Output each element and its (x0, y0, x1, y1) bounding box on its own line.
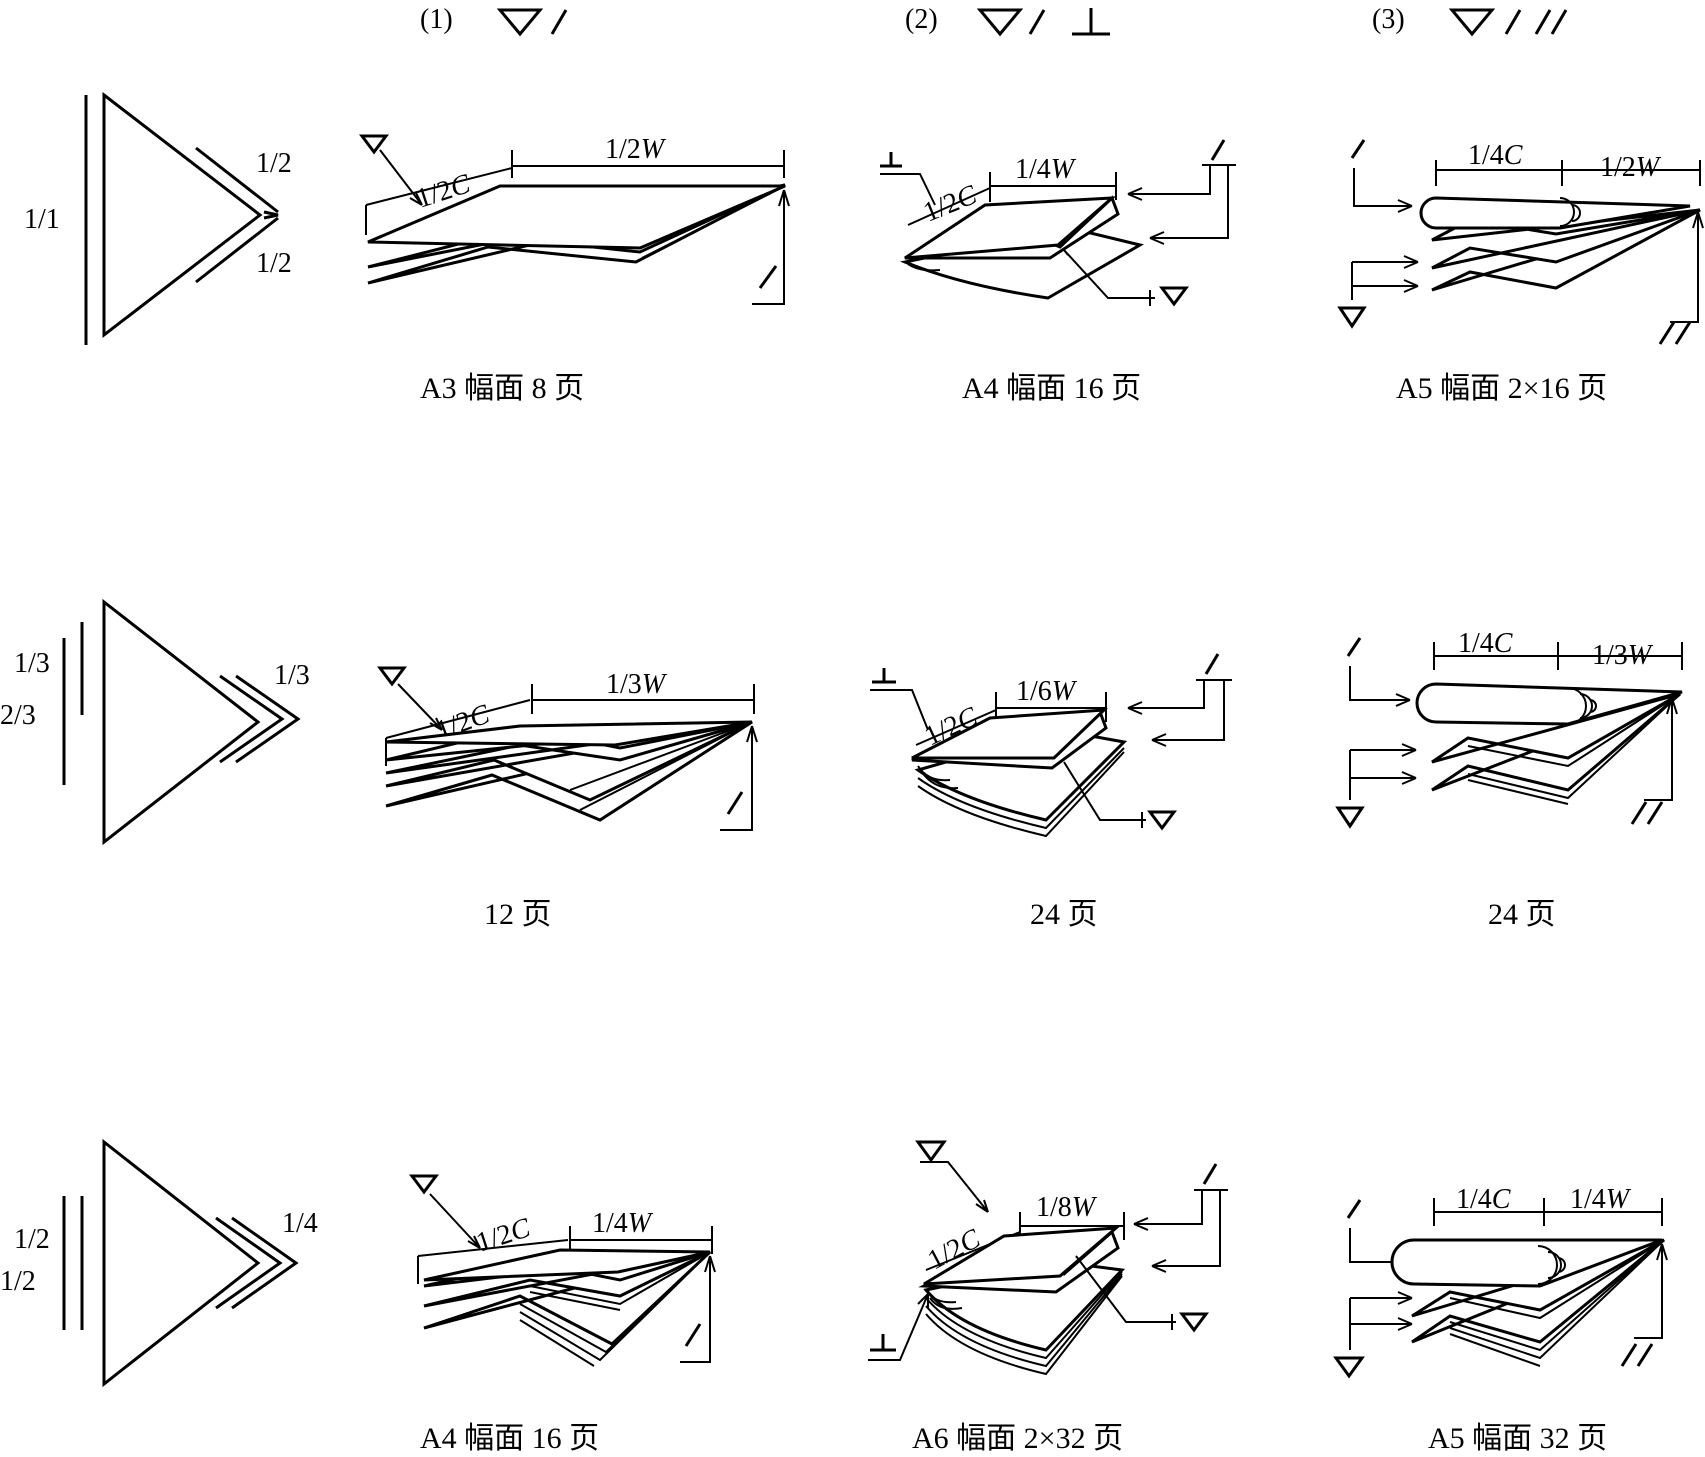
fold-figure-1-3: 1/4C 1/2W A5 幅面 2×16 页 (1337, 139, 1704, 405)
dim-w-label: 1/2W (1600, 152, 1662, 183)
header-1-number: (1) (420, 4, 453, 35)
dim-w-label: 1/3W (1592, 640, 1654, 671)
triangle-symbol-icon (1159, 286, 1189, 307)
triangle-symbol-icon (1333, 1356, 1365, 1379)
double-slash-symbol-icon (1658, 321, 1692, 345)
dim-w-label: 1/4W (1570, 1184, 1632, 1215)
double-slash-symbol-icon (1620, 1343, 1654, 1367)
fold-figure-3-1: 1/2C 1/4W A4 幅面 16 页 (409, 1174, 716, 1455)
dim-c-label: 1/2C (473, 1212, 535, 1258)
caption: A4 幅面 16 页 (420, 1422, 599, 1455)
triangle-symbol-icon (1335, 806, 1365, 829)
triangle-symbol-icon (1147, 810, 1177, 831)
dim-w-label: 1/8W (1036, 1192, 1098, 1223)
ratio-label: 1/2 (0, 1266, 36, 1297)
row-2: 1/3 2/3 1/3 1/2C 1/3W 12 页 1/2C (0, 598, 1683, 931)
header-3: (3) (1372, 4, 1568, 37)
triangle-symbol-icon (496, 8, 544, 37)
slash-symbol-icon (1202, 1163, 1218, 1185)
out-ratio-label: 1/3 (274, 660, 310, 691)
row-3: 1/2 1/2 1/4 1/2C 1/4W A4 幅面 16 页 1 (0, 1138, 1668, 1455)
triangle-symbol-icon (976, 8, 1024, 37)
dim-w-label: 1/4W (592, 1208, 654, 1239)
ratio-diagram-3: 1/2 1/2 1/4 (0, 1138, 318, 1388)
row-1: 1/1 1/2 1/2 1/2C 1/2W A3 幅面 8 页 1/2C 1/4… (24, 91, 1704, 405)
dim-w-label: 1/2W (605, 134, 667, 165)
fold-figure-1-2: 1/2C 1/4W A4 幅面 16 页 (880, 139, 1236, 405)
slash-symbol-icon (1504, 9, 1522, 35)
perpendicular-symbol-icon (880, 152, 902, 168)
perpendicular-symbol-icon (1072, 8, 1110, 36)
header-1: (1) (420, 4, 568, 37)
slash-symbol-icon (1346, 637, 1362, 657)
fold-figure-3-3: 1/4C 1/4W A5 幅面 32 页 (1333, 1184, 1668, 1455)
fold-figure-1-1: 1/2C 1/2W A3 幅面 8 页 (359, 134, 790, 405)
triangle-symbol-icon (1448, 8, 1496, 37)
slash-symbol-icon (1028, 9, 1046, 35)
dim-w-label: 1/3W (606, 669, 668, 700)
caption: A4 幅面 16 页 (962, 372, 1141, 405)
dim-w-label: 1/4W (1015, 154, 1077, 185)
caption: A5 幅面 32 页 (1428, 1422, 1607, 1455)
triangle-symbol-icon (359, 134, 389, 155)
ratio-label: 1/1 (24, 204, 60, 235)
fold-figure-3-2: 1/2C 1/8W A6 幅面 2×32 页 (868, 1140, 1228, 1455)
slash-symbol-icon (1346, 1199, 1362, 1219)
ratio-diagram-2: 1/3 2/3 1/3 (0, 598, 310, 846)
triangle-symbol-icon (1337, 306, 1367, 329)
caption: 12 页 (484, 898, 552, 931)
header-2-number: (2) (905, 4, 938, 35)
ratio-diagram-1: 1/1 1/2 1/2 (24, 91, 292, 345)
slash-symbol-icon (684, 1323, 702, 1347)
caption: 24 页 (1030, 898, 1098, 931)
fold-figure-2-1: 1/2C 1/3W 12 页 (377, 666, 758, 931)
caption: A3 幅面 8 页 (420, 372, 584, 405)
perpendicular-symbol-icon (870, 1334, 896, 1352)
slash-symbol-icon (1350, 139, 1366, 159)
dim-c-label: 1/4C (1456, 1184, 1511, 1215)
double-slash-symbol-icon (1630, 801, 1664, 825)
slash-symbol-icon (726, 791, 744, 815)
fold-figure-2-3: 1/4C 1/3W 24 页 (1335, 628, 1683, 931)
slash-symbol-icon (1210, 139, 1226, 161)
header-3-number: (3) (1372, 4, 1405, 35)
dim-w-label: 1/6W (1016, 676, 1078, 707)
ratio-label: 1/2 (14, 1224, 50, 1255)
double-slash-symbol-icon (1534, 9, 1568, 35)
slash-symbol-icon (1204, 653, 1220, 675)
fold-figure-2-2: 1/2C 1/6W 24 页 (870, 653, 1232, 931)
caption: 24 页 (1488, 898, 1556, 931)
slash-symbol-icon (550, 9, 568, 35)
out-ratio-label: 1/4 (282, 1208, 318, 1239)
out-ratio-label: 1/2 (256, 148, 292, 179)
ratio-label: 2/3 (0, 700, 36, 731)
perpendicular-symbol-icon (872, 668, 896, 684)
dim-c-label: 1/4C (1458, 628, 1513, 659)
triangle-symbol-icon (409, 1174, 439, 1195)
dim-c-label: 1/4C (1468, 140, 1523, 171)
triangle-symbol-icon (377, 666, 407, 687)
header-2: (2) (905, 4, 1110, 37)
ratio-label: 1/3 (14, 648, 50, 679)
triangle-symbol-icon (915, 1140, 947, 1163)
out-ratio-label: 1/2 (256, 248, 292, 279)
caption: A6 幅面 2×32 页 (912, 1422, 1123, 1455)
caption: A5 幅面 2×16 页 (1396, 372, 1607, 405)
triangle-symbol-icon (1179, 1312, 1209, 1333)
slash-symbol-icon (758, 265, 778, 289)
